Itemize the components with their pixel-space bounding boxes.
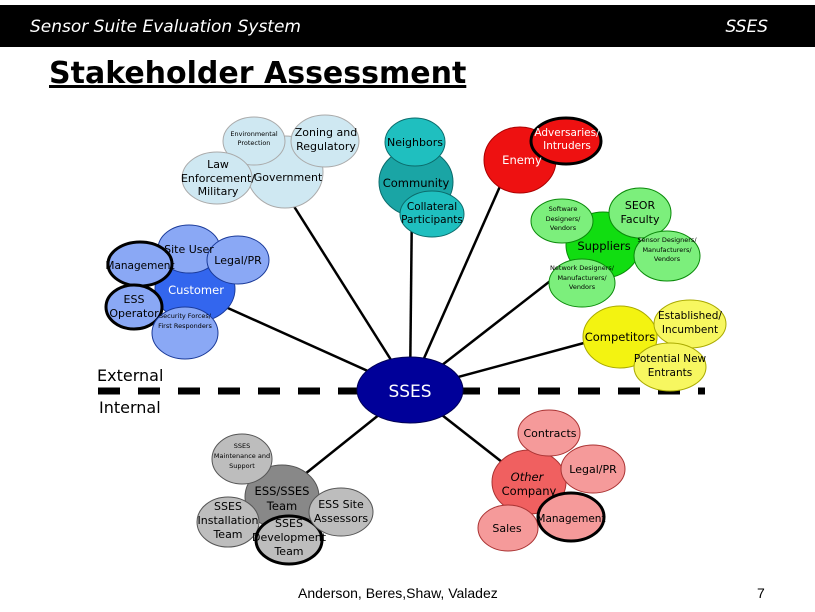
potential-node	[633, 342, 707, 392]
suppliers-cluster: Suppliers Software Designers/ Vendors SE…	[530, 187, 701, 308]
software-label-box: Software Designers/ Vendors	[545, 205, 581, 232]
sses-center-node	[356, 356, 464, 424]
team-label: ESS/SSES Team	[254, 484, 310, 513]
maintenance-label-box: SSES Maintenance and Support	[213, 442, 271, 470]
contracts-node	[517, 409, 581, 457]
sales-node	[477, 504, 539, 552]
development-label-box: SSES Development Team	[251, 517, 327, 558]
collateral-label: Collateral Participants	[401, 201, 463, 226]
neighbors-node	[384, 117, 446, 167]
network-label-box: Network Designers/ Manufacturers/ Vendor…	[550, 264, 614, 291]
internal-label: Internal	[99, 398, 161, 417]
zoning-node	[290, 114, 360, 168]
government-label: Government	[254, 171, 323, 184]
zoning-label-box: Zoning and Regulatory	[294, 126, 358, 153]
ess-operator-label-box: ESS Operator	[109, 293, 159, 320]
installation-node	[196, 496, 260, 548]
community-label: Community	[383, 176, 450, 190]
sensor-node	[633, 230, 701, 282]
title-bar: Sensor Suite Evaluation System SSES	[0, 5, 815, 47]
enemy-label: Enemy	[502, 153, 542, 167]
security-node	[151, 306, 219, 360]
connector-government	[288, 199, 412, 391]
customer-cluster: Customer Site User Management Legal/PR E…	[104, 224, 270, 360]
page-title: Stakeholder Assessment	[49, 56, 467, 91]
contracts-label: Contracts	[523, 427, 576, 440]
site-user-label: Site User	[164, 243, 214, 256]
sensor-label: Sensor Designers/ Manufacturers/ Vendors	[637, 236, 697, 263]
other-company-label-italic: Other	[511, 470, 545, 484]
sales-label: Sales	[492, 522, 522, 535]
assessors-node	[308, 487, 374, 537]
footer-authors: Anderson, Beres,Shaw, Valadez	[298, 585, 498, 601]
page-number: 7	[757, 585, 765, 601]
center-cluster: SSES	[356, 356, 464, 424]
legal-node	[206, 235, 270, 285]
ess-operator-node	[104, 283, 164, 331]
ess-operator-label: ESS Operator	[109, 293, 159, 320]
competitors-node	[582, 305, 658, 369]
software-node	[530, 198, 594, 244]
assessors-label-box: ESS Site Assessors	[313, 498, 369, 525]
adversaries-label-box: Adversaries/ Intruders	[534, 127, 600, 152]
collateral-label-box: Collateral Participants	[401, 201, 463, 226]
community-cluster: Community Neighbors Collateral Participa…	[378, 117, 465, 238]
legal-label: Legal/PR	[214, 254, 262, 267]
other-management-label: Management	[536, 513, 605, 525]
environmental-protection-label-box: Environmental Protection	[230, 130, 278, 147]
software-label: Software Designers/ Vendors	[545, 205, 581, 232]
other-management-node	[536, 491, 606, 543]
network-node	[548, 258, 616, 308]
seor-label: SEOR Faculty	[620, 199, 660, 226]
other-company-label: Company	[502, 484, 557, 498]
competitors-label: Competitors	[585, 330, 656, 344]
law-enforcement-label: Law Enforcement/ Military	[180, 158, 256, 198]
government-cluster: Government Environmental Protection Zoni…	[180, 114, 360, 209]
other-legal-node	[560, 444, 626, 494]
maintenance-node	[211, 433, 273, 485]
development-node	[254, 514, 324, 566]
team-label-box: ESS/SSES Team	[254, 484, 310, 513]
network-label: Network Designers/ Manufacturers/ Vendor…	[550, 264, 614, 291]
customer-label: Customer	[168, 283, 224, 297]
security-label-box: Security Forces/ First Responders	[158, 312, 212, 330]
collateral-node	[399, 190, 465, 238]
potential-label: Potential New Entrants	[633, 353, 707, 379]
law-enforcement-label-box: Law Enforcement/ Military	[180, 158, 256, 198]
other-company-cluster: Other Company Contracts Legal/PR Sales M…	[477, 409, 626, 552]
seor-label-box: SEOR Faculty	[620, 199, 660, 226]
environmental-protection-node	[222, 116, 286, 166]
other-legal-label: Legal/PR	[569, 463, 617, 476]
team-cluster: ESS/SSES Team SSES Maintenance and Suppo…	[196, 433, 374, 566]
suppliers-label: Suppliers	[577, 239, 630, 253]
header-title: Sensor Suite Evaluation System	[30, 17, 301, 37]
law-enforcement-node	[181, 151, 253, 205]
established-label: Established/ Incumbent	[658, 310, 722, 336]
security-label: Security Forces/ First Responders	[158, 312, 212, 330]
header-acronym: SSES	[725, 17, 768, 37]
adversaries-label: Adversaries/ Intruders	[534, 127, 600, 152]
environmental-protection-label: Environmental Protection	[230, 130, 278, 147]
external-label: External	[97, 366, 163, 385]
installation-label: SSES Installation Team	[197, 500, 259, 541]
sses-center-label: SSES	[388, 382, 431, 402]
neighbors-label: Neighbors	[387, 136, 443, 149]
management-label: Management	[105, 260, 174, 272]
established-label-box: Established/ Incumbent	[658, 310, 722, 336]
adversaries-node	[529, 116, 603, 166]
seor-node	[608, 187, 672, 239]
competitors-cluster: Competitors Established/ Incumbent Poten…	[582, 299, 727, 392]
connector-enemy	[408, 174, 507, 391]
zoning-label: Zoning and Regulatory	[294, 126, 358, 153]
potential-label-box: Potential New Entrants	[633, 353, 707, 379]
maintenance-label: SSES Maintenance and Support	[213, 442, 271, 470]
enemy-cluster: Enemy Adversaries/ Intruders	[483, 116, 603, 194]
sensor-label-box: Sensor Designers/ Manufacturers/ Vendors	[637, 236, 697, 263]
installation-label-box: SSES Installation Team	[197, 500, 259, 541]
development-label: SSES Development Team	[251, 517, 327, 558]
assessors-label: ESS Site Assessors	[313, 498, 369, 525]
